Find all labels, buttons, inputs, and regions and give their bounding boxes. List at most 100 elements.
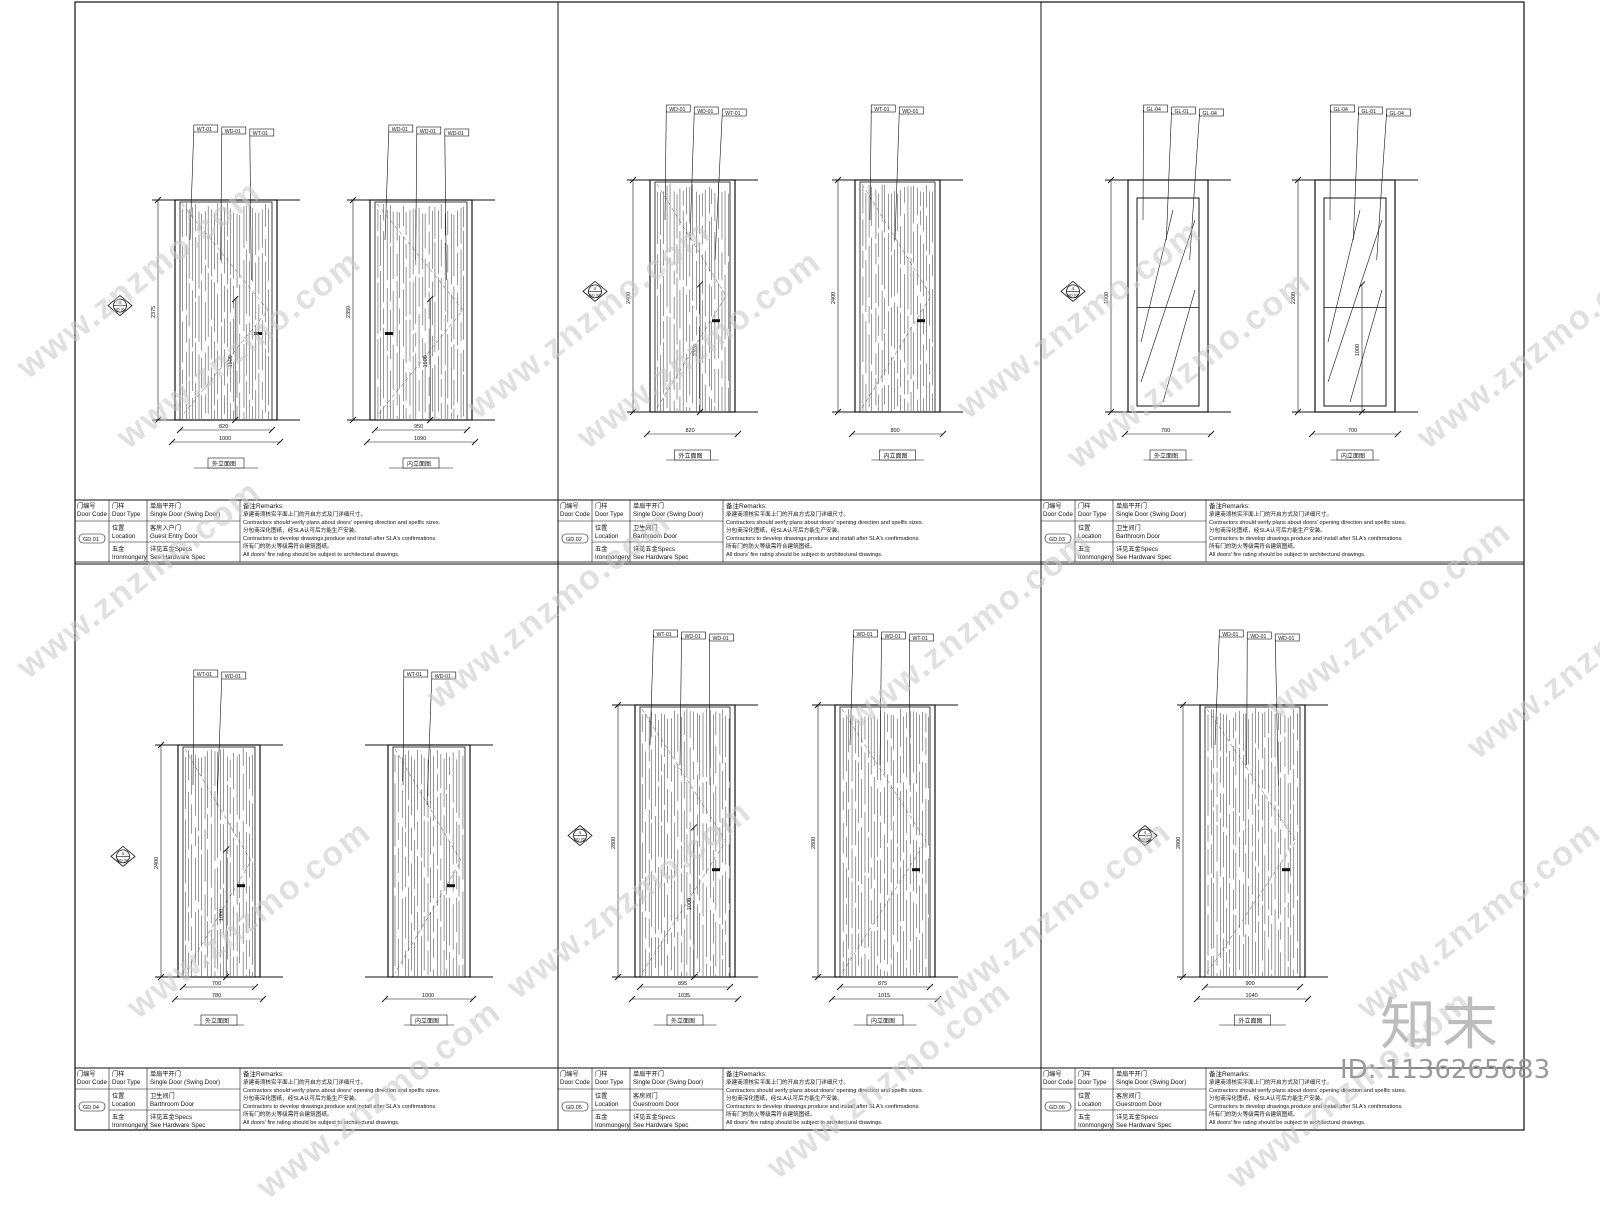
dimension-tick — [734, 995, 742, 1003]
leader-line — [1353, 111, 1359, 241]
ironmongery-label-en: Ironmongery — [1078, 554, 1114, 561]
remark-1-cn: 承建商须核实平面上门的开启方式及门详细尺寸。 — [1209, 1078, 1332, 1086]
dimension-tick — [1308, 430, 1316, 438]
door-handle — [385, 332, 393, 335]
dimension-label: 1000 — [422, 993, 434, 999]
leader-line — [664, 109, 667, 221]
door-type-value-en: Single Door (Swing Door) — [633, 1079, 703, 1086]
dimension-tick — [231, 416, 239, 424]
door-type-label-cn: 门样 — [595, 502, 607, 510]
dimension-tick — [629, 408, 637, 416]
section-mark-number: 4 — [119, 300, 122, 305]
dimension-label: 1500 — [423, 355, 429, 367]
material-tag: WT-01 — [253, 131, 268, 137]
location-label-cn: 位置 — [112, 1092, 124, 1100]
ironmongery-value-cn: 详见五金Specs — [1116, 545, 1158, 553]
door-handle — [447, 884, 455, 888]
view-title: 外立面图 — [1239, 1017, 1263, 1025]
dimension-tick — [636, 983, 644, 991]
location-label-cn: 位置 — [1078, 524, 1090, 532]
remark-1-cn: 承建商须核实平面上门的开启方式及门详细尺寸。 — [726, 510, 849, 518]
leader-line — [849, 634, 854, 746]
door-type-value-cn: 单扇平开门 — [633, 1070, 664, 1078]
door-code-label-en: Door Code — [560, 511, 590, 518]
dimension-tick — [154, 416, 162, 424]
remark-2-en: Contractors to develop drawings,produce … — [1209, 1104, 1403, 1110]
image-id-label: ID: 1136265683 — [1340, 1055, 1551, 1085]
remarks-title: 备注Remarks: — [1209, 1069, 1250, 1078]
location-label-cn: 位置 — [1078, 1092, 1090, 1100]
remark-3-cn: 所有门的防火等级需符合建筑图纸。 — [1209, 542, 1299, 550]
door-type-label-cn: 门样 — [1078, 502, 1090, 510]
leader-line — [869, 109, 872, 221]
dimension-tick — [836, 983, 844, 991]
remark-1-en: Contractors should verify plans about do… — [726, 520, 924, 526]
remark-3-cn: 所有门的防火等级需符合建筑图纸。 — [726, 542, 816, 550]
view-title-box — [410, 1014, 448, 1026]
dimension-tick — [426, 295, 434, 303]
dimension-tick — [834, 176, 842, 184]
section-mark-number: 4 — [579, 830, 582, 835]
location-label-cn: 位置 — [112, 524, 124, 532]
door-code-badge — [561, 533, 589, 544]
material-tag: WD-01 — [225, 674, 241, 680]
remark-2-cn: 分包商深化图纸，经SLA认可后方能生产安装。 — [1209, 1094, 1326, 1102]
section-mark-diamond — [110, 845, 136, 867]
leader-line — [1214, 634, 1220, 746]
material-tag: GL-01 — [1175, 109, 1190, 115]
dimension-tick — [734, 430, 742, 438]
location-value-cn: 客房间门 — [633, 1092, 658, 1100]
swing-direction-line — [376, 203, 464, 417]
view-title: 内立面图 — [884, 452, 908, 460]
leader-line — [1189, 113, 1200, 261]
door-type-label-cn: 门样 — [1078, 1070, 1090, 1078]
dimension-label: 2375 — [151, 306, 157, 318]
dimension-tick — [643, 430, 651, 438]
ironmongery-label-cn: 五金 — [112, 1113, 125, 1121]
door-leaf — [639, 706, 731, 978]
remarks-title: 备注Remarks: — [726, 501, 767, 510]
glass-reflection — [1349, 289, 1383, 403]
leader-line — [909, 638, 911, 786]
dimension-label: 2400 — [831, 292, 837, 304]
view-title: 内立面图 — [407, 460, 431, 468]
door-frame — [1314, 179, 1396, 413]
dimension-tick — [157, 741, 165, 749]
door-leaf — [374, 201, 468, 421]
dimension-tick — [371, 426, 379, 434]
brand-logo-watermark: 知末 — [1380, 993, 1504, 1058]
material-tag: WD-01 — [225, 129, 241, 135]
dimension-tick — [171, 995, 179, 1003]
material-tag: WD-01 — [697, 109, 713, 115]
material-tag-box — [444, 128, 470, 137]
dimension-tick — [1294, 408, 1302, 416]
dimension-label: 700 — [1348, 428, 1357, 434]
section-mark-number: 4 — [1144, 830, 1147, 835]
door-handle — [1282, 868, 1290, 872]
leader-line — [679, 636, 682, 766]
dimension-tick — [814, 701, 822, 709]
location-value-en: Guest Entry Door — [150, 533, 198, 540]
material-tag-box — [1218, 629, 1244, 638]
door-leaf — [859, 181, 936, 413]
material-tag: GL-01 — [1362, 109, 1377, 115]
dimension-tick — [696, 281, 704, 288]
material-tag-box — [403, 669, 429, 678]
view-title: 外立面图 — [671, 1017, 695, 1025]
dimension-tick — [1107, 408, 1115, 416]
dimension-label: 820 — [686, 428, 695, 434]
ironmongery-label-en: Ironmongery — [595, 1122, 631, 1129]
door-type-label-en: Door Type — [1078, 511, 1107, 518]
dimension-tick — [690, 824, 698, 831]
location-label-en: Location — [595, 1101, 619, 1108]
leader-line — [1329, 109, 1331, 221]
section-mark-label: GD.03 — [1067, 293, 1078, 297]
swing-direction-line — [641, 708, 727, 974]
remark-3-cn: 所有门的防火等级需符合建筑图纸。 — [726, 1110, 816, 1118]
door-type-value-cn: 单扇平开门 — [150, 502, 181, 510]
dimension-tick — [628, 995, 636, 1003]
